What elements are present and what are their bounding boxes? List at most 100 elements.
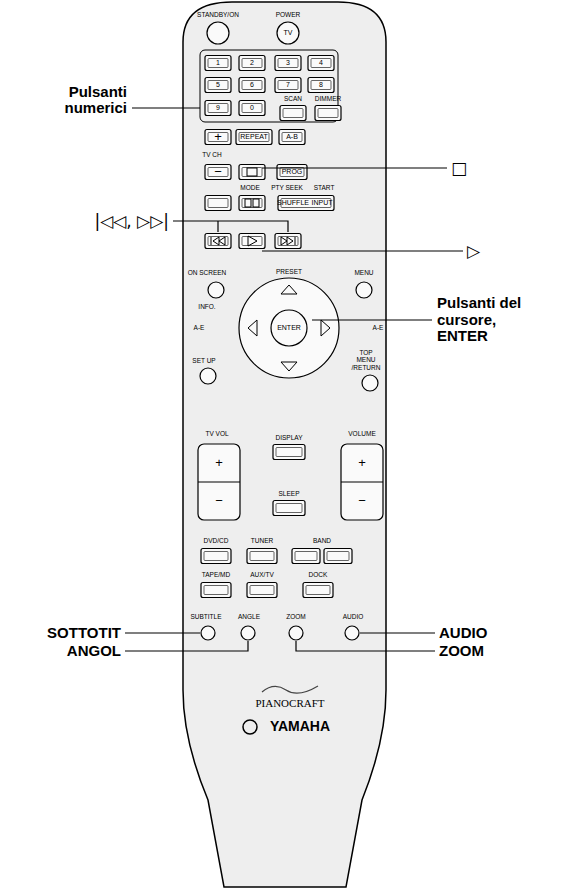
round-button	[241, 626, 255, 640]
callout-label: SOTTOTIT	[47, 625, 121, 642]
button-sign: −	[214, 165, 222, 179]
printed-label: DISPLAY	[276, 434, 303, 441]
key-button-inner	[208, 199, 228, 208]
button-sign: −	[358, 494, 366, 508]
printed-label: TOP MENU /RETURN	[349, 349, 383, 370]
callout-label: ZOOM	[439, 643, 484, 660]
button-label: TV	[284, 29, 293, 37]
button-label: 6	[250, 81, 254, 89]
key-button-inner	[278, 81, 298, 90]
key-button-inner	[283, 109, 303, 118]
key-button-inner	[276, 504, 302, 513]
key-button	[239, 78, 265, 93]
key-button	[239, 234, 265, 249]
key-button	[275, 78, 301, 93]
button-label: 4	[319, 59, 323, 67]
printed-label: AUDIO	[343, 613, 364, 620]
printed-label: INFO.	[198, 303, 215, 310]
printed-label: AUX/TV	[250, 571, 273, 578]
round-button	[207, 22, 229, 44]
key-button	[292, 549, 320, 564]
key-button	[324, 549, 352, 564]
key-button	[205, 234, 231, 249]
printed-label: DOCK	[309, 571, 328, 578]
round-button	[356, 282, 372, 298]
key-button	[201, 549, 231, 564]
printed-label: TUNER	[251, 537, 273, 544]
button-sign: −	[215, 494, 223, 508]
round-button	[362, 375, 378, 391]
key-button	[275, 56, 301, 71]
key-button-inner	[204, 586, 228, 595]
printed-label: STANDBY/ON	[197, 11, 239, 18]
button-label: SHUFFLE	[277, 199, 309, 207]
key-button	[236, 130, 272, 145]
callout-label: Pulsanti del cursore, ENTER	[437, 295, 547, 345]
key-button	[239, 56, 265, 71]
button-sign: +	[215, 456, 223, 470]
key-button	[273, 501, 305, 516]
callout-label: ANGOL	[67, 643, 121, 660]
key-button-inner	[208, 81, 228, 90]
button-label: A-B	[286, 133, 298, 141]
key-button	[308, 78, 334, 93]
key-button	[239, 101, 265, 116]
key-button-inner	[242, 104, 262, 113]
key-button-inner	[208, 59, 228, 68]
key-button	[205, 130, 231, 145]
button-label: REPEAT	[240, 133, 268, 141]
key-button	[273, 445, 305, 460]
key-button	[280, 106, 306, 121]
round-button	[277, 22, 299, 44]
key-button-inner	[282, 133, 302, 142]
button-label: ENTER	[277, 324, 301, 332]
key-button-inner	[250, 586, 274, 595]
key-button	[239, 196, 265, 211]
printed-label: POWER	[276, 11, 301, 18]
printed-label: ZOOM	[286, 613, 306, 620]
round-button	[345, 626, 359, 640]
cursor-pad	[239, 278, 339, 378]
key-button-inner	[242, 59, 262, 68]
printed-label: A-E	[373, 324, 384, 331]
callout-symbol: |◁◁, ▷▷|	[94, 212, 169, 231]
printed-label: DIMMER	[315, 95, 341, 102]
printed-label: SLEEP	[279, 490, 300, 497]
key-button-inner	[311, 59, 331, 68]
key-button	[315, 106, 341, 121]
key-button-inner	[276, 448, 302, 457]
brand-name: PIANOCRAFT	[255, 697, 324, 709]
key-button	[205, 101, 231, 116]
brand-logo: YAMAHA	[270, 719, 330, 734]
key-button-inner	[278, 59, 298, 68]
button-label: 5	[216, 81, 220, 89]
printed-label: VOLUME	[348, 430, 375, 437]
printed-label: PTY SEEK	[271, 184, 303, 191]
key-button-inner	[311, 81, 331, 90]
button-sign: +	[358, 456, 366, 470]
printed-label: SET UP	[192, 357, 215, 364]
key-button-inner	[250, 552, 274, 561]
button-label: 0	[250, 104, 254, 112]
buttons	[200, 22, 378, 640]
key-button-inner	[278, 237, 298, 246]
key-button	[205, 196, 231, 211]
key-button	[278, 196, 334, 211]
key-button-inner	[295, 552, 317, 561]
key-button-inner	[242, 81, 262, 90]
button-icons	[211, 168, 295, 246]
key-button-inner	[280, 168, 304, 177]
yamaha-logo	[243, 720, 257, 734]
printed-label: TV VOL	[205, 430, 228, 437]
button-label: 8	[319, 81, 323, 89]
printed-label: ON SCREEN	[188, 269, 227, 276]
logo-wave	[262, 686, 318, 693]
callout-label: AUDIO	[439, 625, 487, 642]
key-button-inner	[208, 237, 228, 246]
printed-label: START	[314, 184, 335, 191]
key-button-inner	[242, 199, 262, 208]
key-button	[239, 165, 265, 180]
button-label: 2	[250, 59, 254, 67]
callout-symbol: □	[451, 159, 467, 178]
key-button	[205, 165, 231, 180]
